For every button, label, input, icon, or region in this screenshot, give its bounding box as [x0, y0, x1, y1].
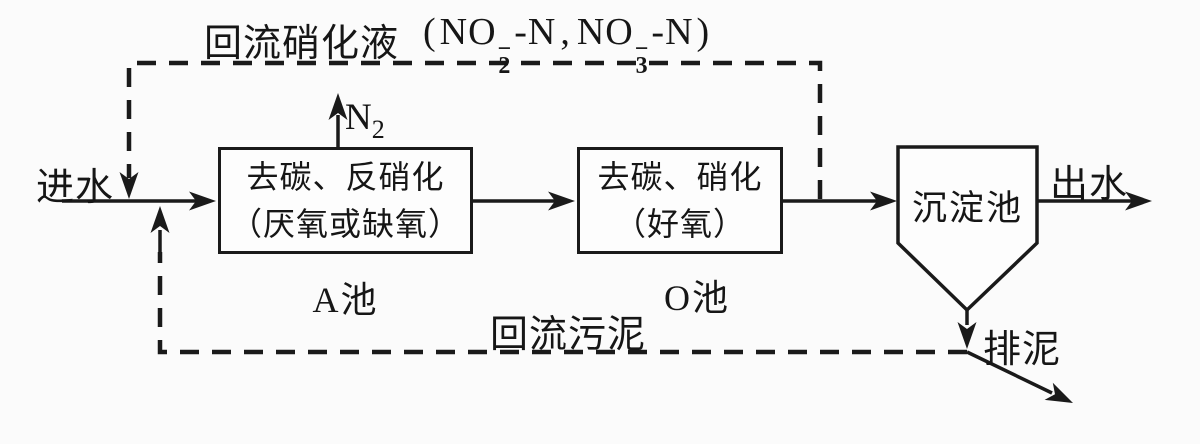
formula-no3-tail: -N	[651, 11, 694, 53]
nitrified-recycle-label: 回流硝化液	[204, 23, 400, 65]
clarifier-underflow-arrowhead	[957, 322, 977, 349]
formula-no2-scripts: −2	[497, 36, 513, 80]
clarifier-tank-shape	[896, 145, 1039, 313]
sludge-discharge-arrowhead	[1044, 382, 1073, 403]
formula-no2-tail: -N	[514, 11, 557, 53]
formula-separator: ,	[560, 11, 571, 53]
formula-no3-scripts: −3	[634, 36, 650, 80]
o-to-clarifier-arrowhead	[870, 191, 897, 211]
effluent-arrowhead	[1125, 191, 1152, 211]
return-sludge-arrowhead	[150, 206, 170, 233]
formula-open-paren: (	[423, 11, 437, 53]
formula-no2-base: NO	[439, 11, 497, 53]
sludge-discharge-line	[966, 350, 1053, 395]
clarifier-label: 沉淀池	[911, 189, 1023, 228]
anoxic-tank-line1: 去碳、反硝化	[246, 159, 445, 196]
nitrified-recycle-dashed-line	[126, 60, 823, 199]
return-sludge-label: 回流污泥	[490, 314, 647, 356]
oxic-tank-line1: 去碳、硝化	[597, 159, 763, 196]
nitrified-recycle-formula: (NO−2-N,NO−3-N)	[420, 10, 713, 80]
oxic-tank-box: 去碳、硝化 （好氧）	[577, 147, 783, 254]
formula-close-paren: )	[696, 11, 711, 53]
nitrified-recycle-arrowhead	[119, 172, 139, 199]
effluent-label: 出水	[1050, 164, 1129, 206]
anoxic-tank-box: 去碳、反硝化 （厌氧或缺氧）	[218, 147, 473, 254]
oxic-tank-caption: O池	[664, 278, 730, 318]
n2-arrowhead	[328, 93, 348, 120]
oxic-tank-line2: （好氧）	[613, 205, 746, 242]
n2-gas-label: N2	[345, 97, 385, 145]
anoxic-tank-line2: （厌氧或缺氧）	[229, 205, 461, 242]
return-sludge-dashed-line	[157, 252, 967, 355]
a-to-o-arrowhead	[548, 191, 575, 211]
formula-no3-base: NO	[576, 11, 634, 53]
sludge-discharge-label: 排泥	[983, 329, 1062, 371]
influent-arrowhead	[189, 191, 216, 211]
anoxic-tank-caption: A池	[312, 280, 379, 320]
influent-label: 进水	[36, 167, 115, 209]
